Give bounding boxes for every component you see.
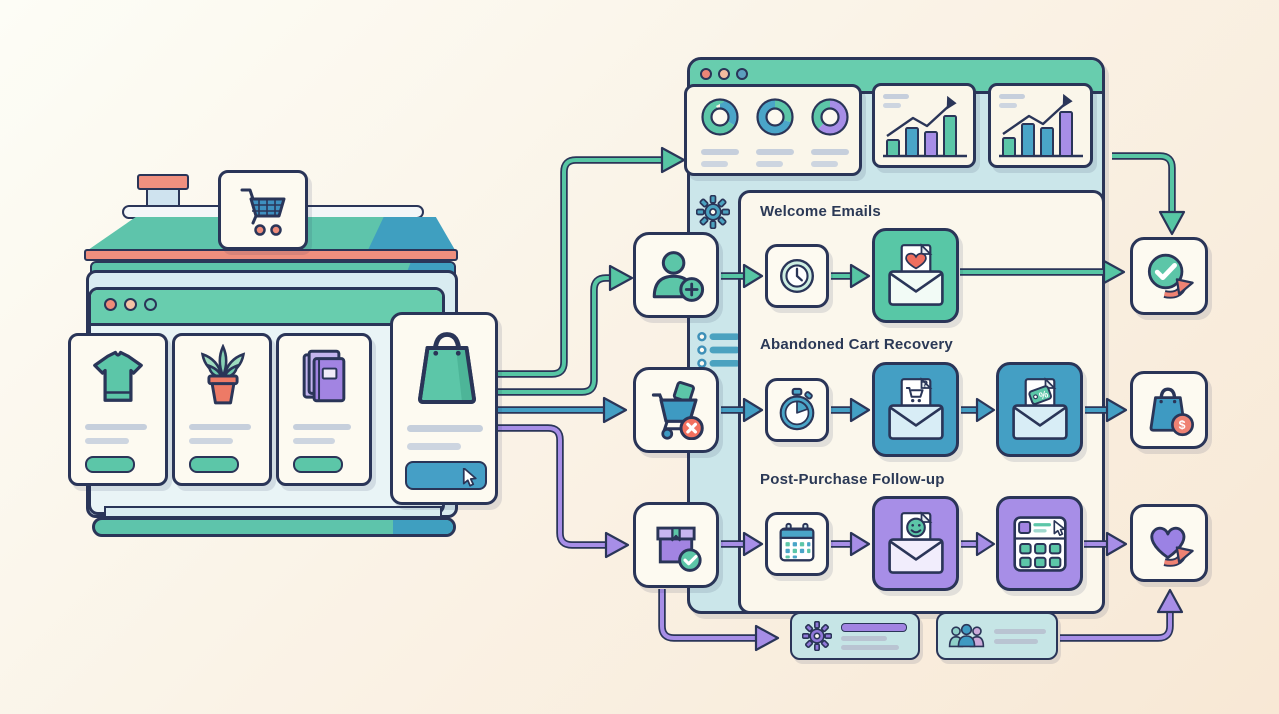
stopwatch-icon xyxy=(779,387,815,431)
shopping-cart-icon xyxy=(240,188,286,236)
package-check-icon xyxy=(656,526,702,572)
donut-chart-3 xyxy=(812,99,848,135)
widget-text-line xyxy=(994,638,1038,644)
percent-glyph: % xyxy=(1037,389,1049,402)
trigger-new-customer[interactable] xyxy=(633,232,719,318)
step-cart-reminder-email[interactable]: ? xyxy=(872,362,959,457)
bag-dollar-icon: $ xyxy=(1149,387,1194,437)
window-dot-teal xyxy=(144,298,157,311)
widget-text-line xyxy=(994,628,1046,634)
audience-widget[interactable] xyxy=(936,612,1058,660)
result-welcome-confirmation[interactable] xyxy=(1130,237,1208,315)
bar-chart-card-2 xyxy=(988,83,1093,168)
user-add-icon xyxy=(652,251,705,302)
product-text-line xyxy=(85,438,129,444)
widget-accent-line xyxy=(841,622,907,632)
question-glyph: ? xyxy=(921,379,928,391)
roof-stripe xyxy=(84,249,458,261)
result-loyal-customer[interactable] xyxy=(1130,504,1208,582)
product-card-tshirt[interactable] xyxy=(68,333,168,486)
trigger-abandoned-cart[interactable] xyxy=(633,367,719,453)
store-base-bar-right xyxy=(393,520,453,534)
gear-icon[interactable] xyxy=(696,195,730,229)
list-icon[interactable] xyxy=(696,330,744,370)
tshirt-icon xyxy=(93,350,143,402)
gear-icon xyxy=(802,621,832,651)
connector-dashboard-to-confirmation xyxy=(1112,152,1186,236)
product-buy-button[interactable] xyxy=(293,456,343,473)
widget-text-line xyxy=(841,635,887,641)
flow-title-welcome: Welcome Emails xyxy=(760,203,881,220)
donut-chart-1 xyxy=(702,99,738,135)
email-smiley-icon xyxy=(887,510,944,574)
store-base-bar xyxy=(92,517,456,537)
window-dot-blue xyxy=(736,68,748,80)
store-browser-titlebar xyxy=(91,290,442,326)
step-thankyou-email[interactable] xyxy=(872,496,959,591)
product-card-books[interactable] xyxy=(276,333,372,486)
cursor-icon xyxy=(462,468,477,487)
step-welcome-email[interactable] xyxy=(872,228,959,323)
featured-product-card[interactable] xyxy=(390,312,498,505)
books-icon xyxy=(302,349,346,403)
step-cart-timer[interactable] xyxy=(765,378,829,442)
window-dot-red xyxy=(104,298,117,311)
dollar-glyph: $ xyxy=(1179,418,1186,432)
featured-text-line xyxy=(407,443,461,450)
featured-cta-button[interactable] xyxy=(405,461,487,490)
product-buy-button[interactable] xyxy=(85,456,135,473)
bar-chart-card-1 xyxy=(872,83,976,168)
step-welcome-delay[interactable] xyxy=(765,244,829,308)
check-share-icon xyxy=(1147,253,1194,299)
widget-text-line xyxy=(841,644,899,650)
donut-charts xyxy=(701,98,849,167)
product-text-line xyxy=(85,424,147,430)
clock-icon xyxy=(779,258,815,294)
plant-icon xyxy=(200,344,246,405)
product-buy-button[interactable] xyxy=(189,456,239,473)
stats-panel xyxy=(684,84,862,176)
settings-widget[interactable] xyxy=(790,612,920,660)
trigger-order-delivered[interactable] xyxy=(633,502,719,588)
email-cart-icon: ? xyxy=(887,376,944,440)
flow-title-post-purchase: Post-Purchase Follow-up xyxy=(760,471,945,488)
window-dot-red xyxy=(700,68,712,80)
featured-text-line xyxy=(407,425,483,432)
product-text-line xyxy=(189,438,233,444)
product-text-line xyxy=(293,438,335,444)
store-sign xyxy=(218,170,308,250)
result-recovered-sale[interactable]: $ xyxy=(1130,371,1208,449)
heart-share-icon xyxy=(1150,526,1194,567)
people-icon xyxy=(948,623,985,648)
step-followup-schedule[interactable] xyxy=(765,512,829,576)
product-text-line xyxy=(189,424,251,430)
bar-chart-icon xyxy=(883,94,967,158)
flow-title-abandoned-cart: Abandoned Cart Recovery xyxy=(760,336,953,353)
storefront xyxy=(0,0,520,560)
shopping-bag-icon xyxy=(418,332,476,404)
email-discount-icon: % xyxy=(1011,376,1068,440)
bar-chart-icon xyxy=(999,93,1083,158)
step-discount-email[interactable]: % xyxy=(996,362,1083,457)
product-card-plant[interactable] xyxy=(172,333,272,486)
donut-chart-2 xyxy=(757,99,793,135)
step-product-recommendations[interactable] xyxy=(996,496,1083,591)
product-grid-icon xyxy=(1012,515,1067,572)
cart-abandoned-icon xyxy=(651,381,704,440)
calendar-icon xyxy=(779,522,815,562)
chimney-cap xyxy=(137,174,189,190)
product-text-line xyxy=(293,424,351,430)
window-dot-peach xyxy=(718,68,730,80)
window-dot-peach xyxy=(124,298,137,311)
email-heart-icon xyxy=(887,242,944,306)
